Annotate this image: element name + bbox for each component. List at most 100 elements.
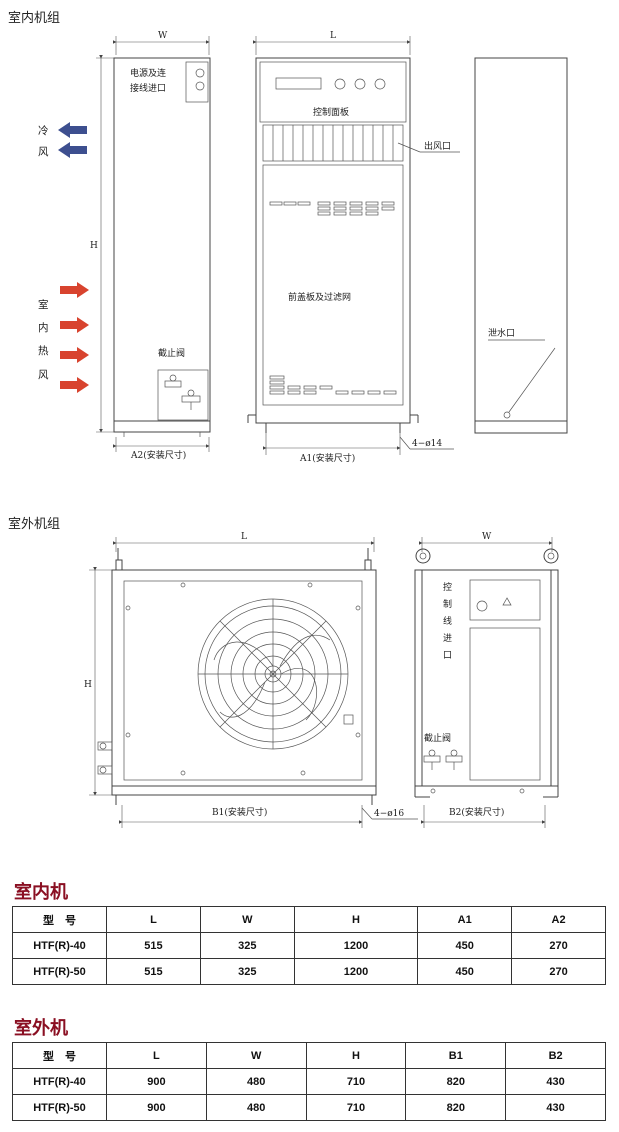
col-header: B2 — [505, 1042, 606, 1069]
power-inlet-label-2: 接线进口 — [130, 82, 166, 94]
col-header: 型 号 — [12, 1042, 107, 1069]
table-row: HTF(R)-40 900 480 710 820 430 — [12, 1068, 606, 1095]
power-inlet-label-1: 电源及连 — [130, 67, 166, 79]
table-row: HTF(R)-50 900 480 710 820 430 — [12, 1094, 606, 1121]
hot-air-arrow — [60, 282, 89, 298]
table-cell: HTF(R)-50 — [12, 958, 107, 985]
outdoor-front-view: L H — [84, 532, 418, 828]
outdoor-table-title: 室外机 — [14, 1018, 68, 1039]
outdoor-side-cabinet — [414, 569, 559, 787]
filter-vents-top — [269, 201, 395, 216]
dim-a1-label: A1(安装尺寸) — [299, 452, 355, 464]
col-header: L — [106, 1042, 207, 1069]
dim-l-label: L — [330, 31, 336, 41]
table-cell: 480 — [205, 1068, 307, 1095]
col-header: H — [293, 906, 419, 933]
hot-air-arrow — [60, 317, 89, 333]
indoor-back-cabinet — [474, 57, 568, 434]
warning-icon — [502, 597, 512, 606]
col-header: B1 — [405, 1042, 507, 1069]
col-header: W — [199, 906, 295, 933]
fan-cover-latch — [343, 714, 354, 725]
col-header: H — [305, 1042, 407, 1069]
col-header: 型 号 — [12, 906, 107, 933]
table-cell: 900 — [106, 1094, 207, 1121]
table-cell: 1200 — [293, 958, 419, 985]
air-outlet-label: 出风口 — [424, 140, 451, 152]
cold-air-arrow — [58, 142, 87, 158]
indoor-side-cabinet — [113, 57, 211, 433]
outdoor-spec-table: 型 号 L W H B1 B2 HTF(R)-40 900 480 710 82… — [12, 1042, 606, 1121]
filter-label: 前盖板及过滤网 — [288, 291, 351, 303]
valve-icon — [164, 374, 201, 410]
valve-box — [157, 369, 209, 421]
filter-vents-bottom — [269, 375, 397, 395]
dim-l-label: L — [241, 532, 247, 542]
hot-air-char: 内 — [38, 321, 49, 334]
dim-b1-label: B1(安装尺寸) — [212, 806, 267, 818]
control-inlet-char: 线 — [443, 615, 452, 627]
col-header: W — [205, 1042, 307, 1069]
table-cell: 1200 — [293, 932, 419, 959]
table-cell: 515 — [106, 958, 201, 985]
cold-air-char: 冷 — [38, 124, 49, 137]
table-cell: 430 — [505, 1094, 606, 1121]
col-header: L — [106, 906, 201, 933]
table-cell: 270 — [511, 932, 606, 959]
hot-air-char: 风 — [38, 369, 49, 381]
indoor-front-view: L 控制面板 出风口 — [247, 31, 460, 464]
table-cell: HTF(R)-40 — [12, 1068, 107, 1095]
table-row: HTF(R)-40 515 325 1200 450 270 — [12, 932, 606, 959]
drain-label: 泄水口 — [488, 327, 515, 339]
table-cell: 820 — [405, 1094, 507, 1121]
display-window — [275, 77, 322, 90]
indoor-spec-table: 型 号 L W H A1 A2 HTF(R)-40 515 325 1200 4… — [12, 906, 606, 985]
dim-holes-label: 4−ø16 — [374, 809, 404, 819]
fan-panel — [123, 580, 363, 781]
indoor-section-title: 室内机组 — [8, 10, 60, 26]
hot-air-char: 室 — [38, 298, 49, 311]
control-panel-label: 控制面板 — [313, 106, 349, 118]
dim-h-label: H — [84, 680, 92, 690]
hot-air-arrow — [60, 377, 89, 393]
table-cell: 325 — [199, 932, 295, 959]
control-inlet-char: 制 — [443, 598, 452, 610]
table-row: HTF(R)-50 515 325 1200 450 270 — [12, 958, 606, 985]
indoor-side-view: W H 电源及连 接线进口 截止阀 A2(安装尺寸) — [90, 31, 211, 461]
table-cell: 515 — [106, 932, 201, 959]
table-cell: 900 — [106, 1068, 207, 1095]
hot-air-arrows: 室 内 热 风 — [38, 282, 89, 393]
dim-b2-label: B2(安装尺寸) — [449, 806, 504, 818]
control-box — [469, 579, 541, 621]
dim-w-label: W — [482, 532, 492, 542]
cold-air-arrows: 冷 风 — [38, 122, 87, 158]
col-header: A1 — [417, 906, 513, 933]
indoor-front-cabinet — [255, 57, 411, 424]
table-cell: 820 — [405, 1068, 507, 1095]
drain-port — [503, 411, 511, 419]
outdoor-front-cabinet — [111, 569, 377, 796]
outdoor-section-title: 室外机组 — [8, 516, 60, 532]
outdoor-valves-left — [97, 741, 113, 775]
table-cell: 450 — [417, 958, 513, 985]
table-cell: HTF(R)-40 — [12, 932, 107, 959]
valve-label: 截止阀 — [424, 732, 451, 744]
control-inlet-char: 控 — [443, 581, 452, 593]
front-cover-filter — [262, 164, 404, 406]
indoor-table-title: 室内机 — [14, 882, 68, 903]
valve-label: 截止阀 — [158, 347, 185, 359]
hot-air-arrow — [60, 347, 89, 363]
col-header: A2 — [511, 906, 606, 933]
fan-guard — [197, 598, 349, 750]
control-panel — [259, 61, 407, 123]
outdoor-side-view: W 控 制 线 进 口 截止阀 — [414, 532, 559, 828]
table-cell: 710 — [305, 1094, 407, 1121]
cold-air-char: 风 — [38, 146, 49, 158]
dim-a2-label: A2(安装尺寸) — [130, 449, 186, 461]
table-cell: HTF(R)-50 — [12, 1094, 107, 1121]
dim-holes-label: 4−ø14 — [412, 439, 442, 449]
control-inlet-port — [476, 600, 488, 612]
power-inlet-panel — [185, 61, 209, 103]
valve-icon — [423, 749, 463, 770]
side-access-panel — [469, 627, 541, 781]
